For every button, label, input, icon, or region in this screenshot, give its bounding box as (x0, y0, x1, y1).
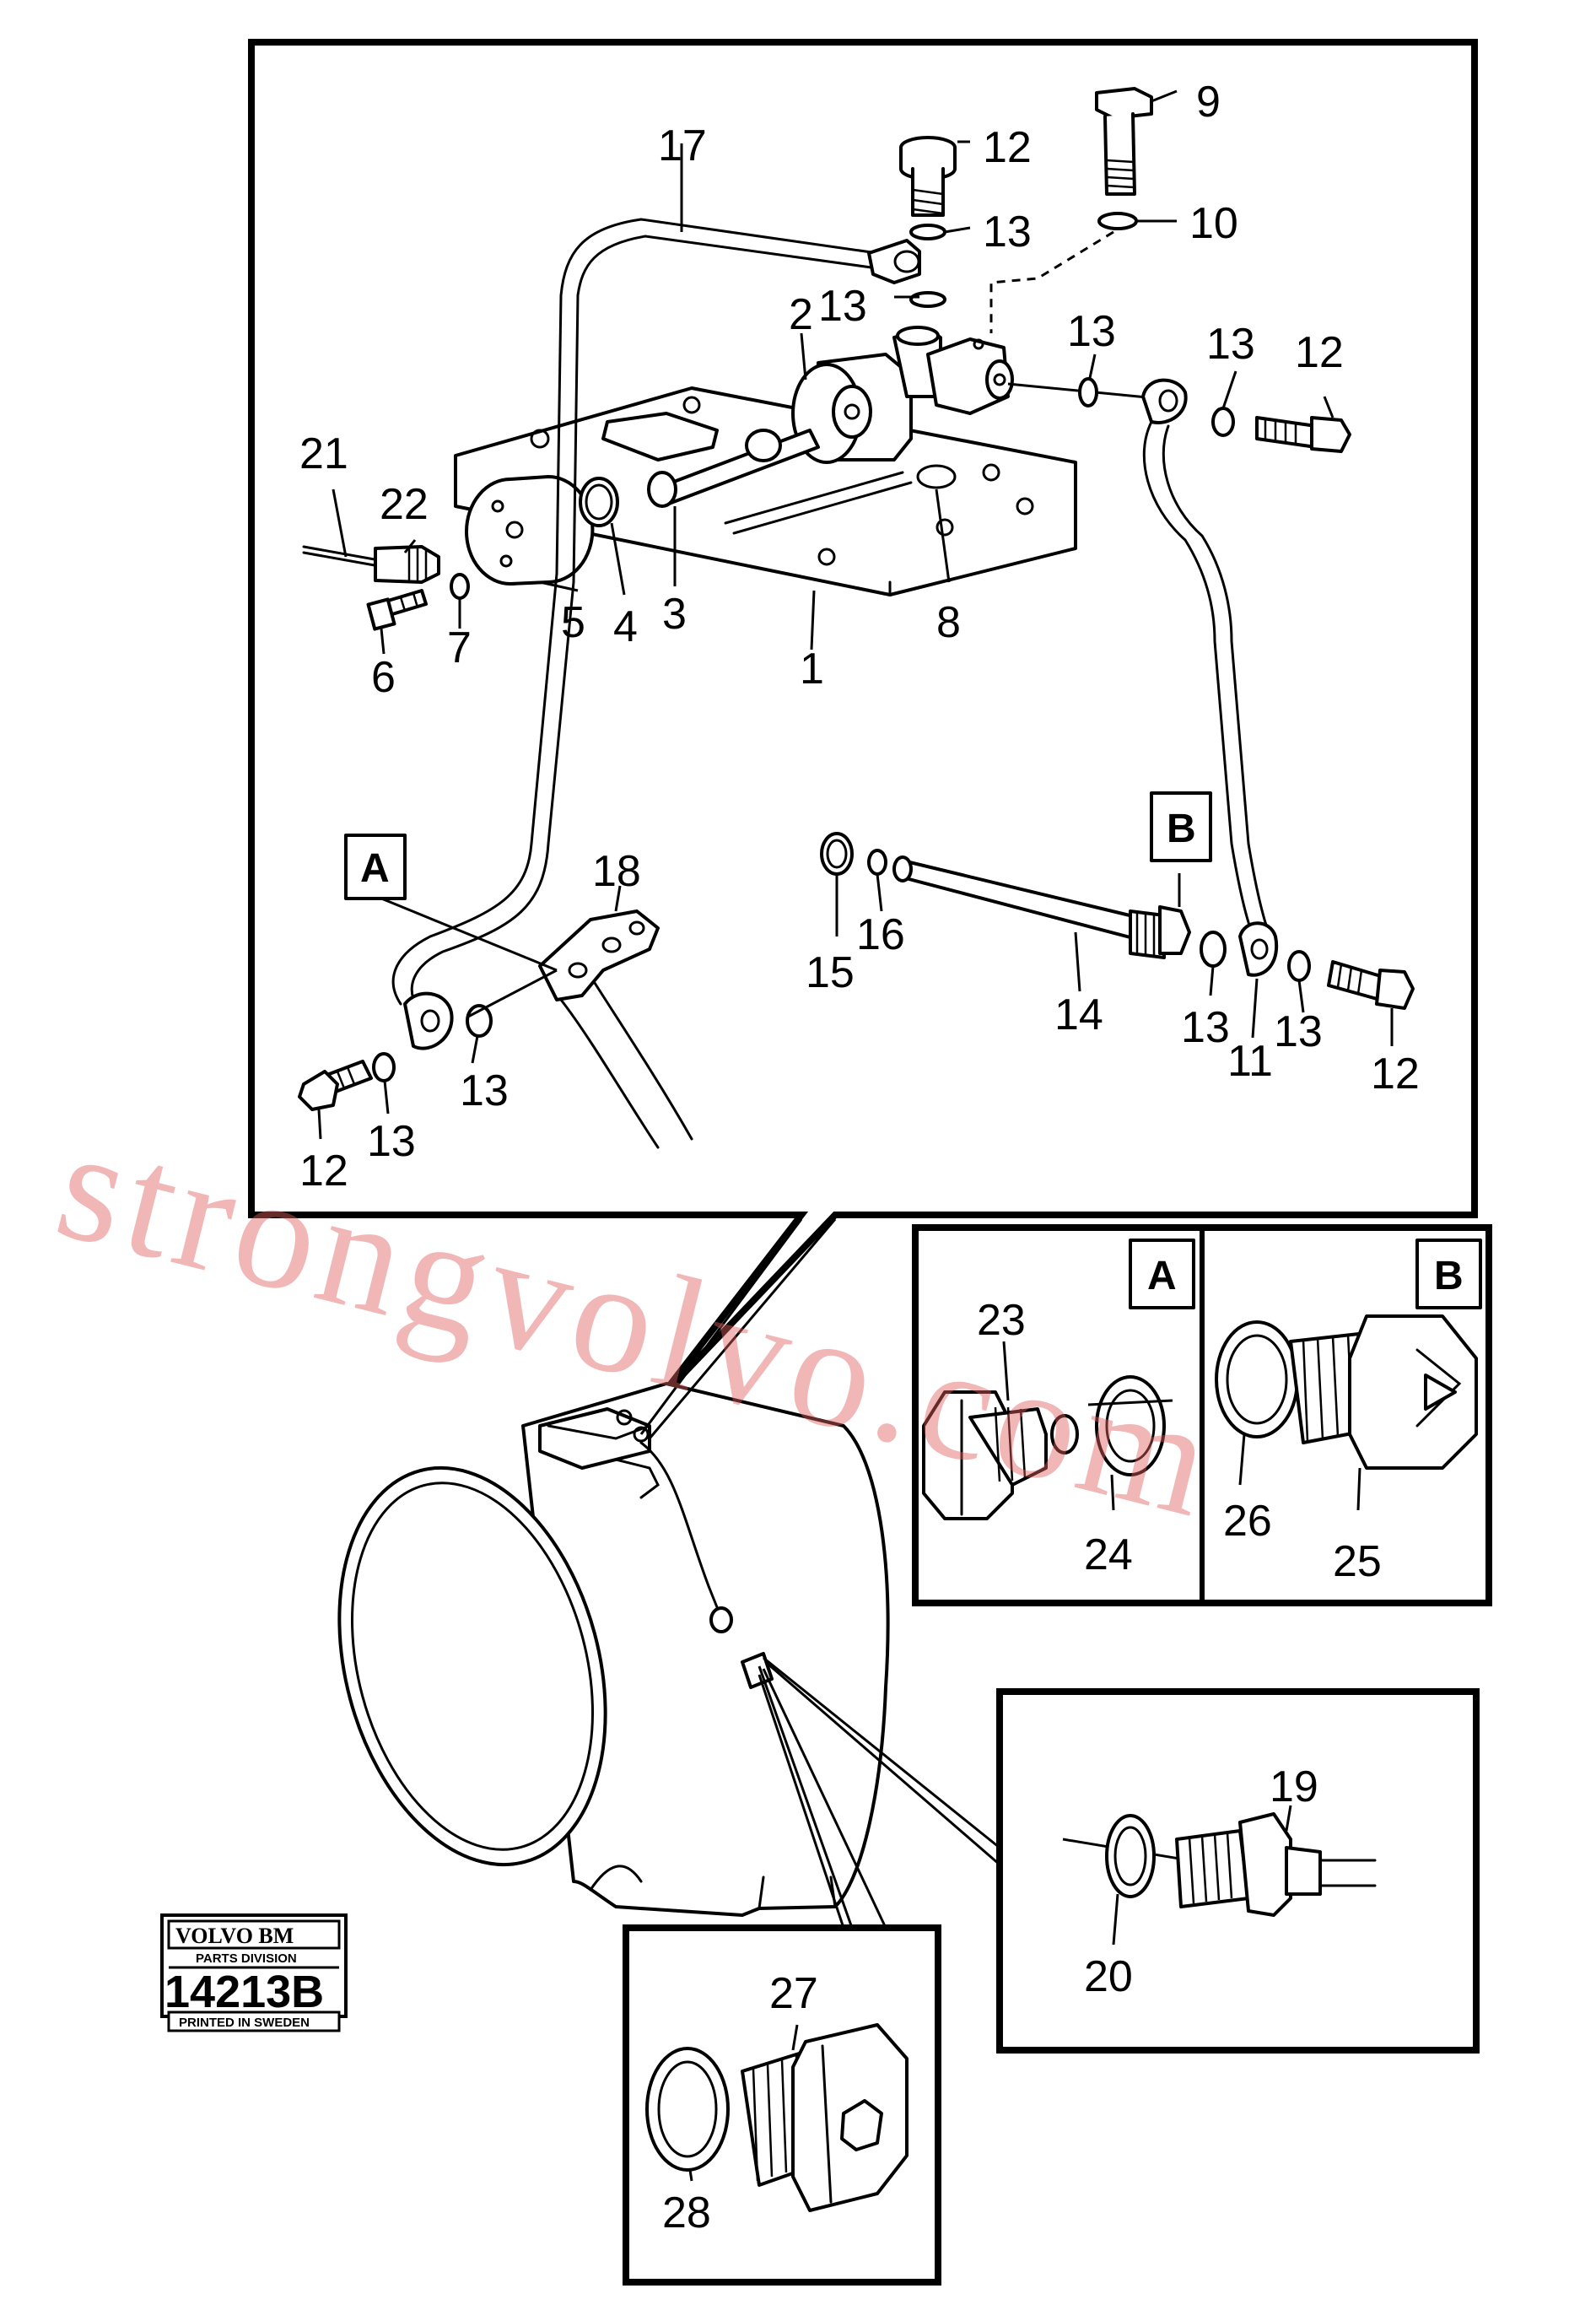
callout-20: 20 (1084, 1952, 1133, 2001)
detail-label-a: A (360, 846, 390, 891)
housing-leaders (639, 1218, 1000, 1929)
pipe-17 (391, 218, 921, 1010)
callout-13: 13 (460, 1066, 509, 1115)
callout-13: 13 (1067, 307, 1116, 356)
volvo-bm-logo: VOLVO BM PARTS DIVISION 14213B PRINTED I… (160, 1913, 348, 2032)
callout-24: 24 (1084, 1530, 1133, 1579)
shaft-and-flange (465, 429, 820, 586)
valve-body (791, 326, 1014, 464)
transmission-housing (337, 1382, 890, 1917)
callout-7: 7 (447, 623, 472, 672)
callout-13: 13 (1181, 1003, 1230, 1052)
callout-19: 19 (1270, 1762, 1318, 1811)
callout-26: 26 (1223, 1497, 1272, 1546)
callout-5: 5 (561, 598, 585, 647)
callout-4: 4 (613, 602, 638, 651)
callout-21: 21 (299, 429, 348, 478)
inset-a-leaders (1002, 1341, 1115, 1511)
logo-printed: PRINTED IN SWEDEN (179, 2016, 310, 2030)
callout-3: 3 (662, 590, 687, 639)
bolt-9 (989, 87, 1153, 333)
callout-17: 17 (658, 121, 707, 170)
callout-22: 22 (380, 480, 429, 529)
detail-ref-a-main: A (344, 834, 407, 900)
detail-label-b: B (1167, 807, 1196, 851)
connector-and-bolt (302, 545, 470, 631)
callout-13: 13 (818, 282, 867, 331)
callout-12: 12 (1295, 328, 1344, 377)
main-callouts: 17 12 9 13 10 2 13 13 13 12 21 22 5 4 3 … (299, 78, 1420, 1195)
callout-12: 12 (299, 1147, 348, 1195)
callout-23: 23 (977, 1296, 1026, 1345)
callout-27: 27 (769, 1969, 818, 2018)
inset-label-b: B (1434, 1254, 1464, 1298)
logo-number: 14213B (164, 1967, 324, 2017)
callout-12: 12 (1371, 1050, 1420, 1098)
inset-b-leaders (1238, 1433, 1361, 1511)
lower-left-assembly (298, 909, 693, 1149)
callout-8: 8 (936, 598, 961, 647)
callout-14: 14 (1054, 990, 1103, 1039)
callout-16: 16 (856, 910, 905, 959)
inset-label-a: A (1147, 1254, 1177, 1298)
callout-25: 25 (1333, 1537, 1382, 1586)
logo-brand: VOLVO BM (175, 1924, 294, 1948)
plug-23 (922, 1375, 1173, 1520)
callout-13: 13 (1274, 1007, 1323, 1056)
callout-28: 28 (662, 2189, 711, 2237)
callout-6: 6 (371, 653, 396, 702)
callout-13: 13 (367, 1117, 416, 1166)
lower-right-assembly (820, 832, 1415, 1010)
callout-10: 10 (1189, 199, 1238, 248)
detail-ref-b-main: B (1150, 791, 1212, 862)
sensor-19 (1062, 1805, 1377, 1946)
callout-11: 11 (1227, 1037, 1273, 1086)
callout-12: 12 (983, 123, 1032, 172)
right-banjo-assembly (1007, 377, 1351, 947)
banjo-bolt-top (899, 136, 957, 308)
mounting-plate (454, 386, 1077, 596)
callout-2: 2 (789, 290, 813, 339)
callout-13: 13 (1206, 320, 1255, 369)
leader-lines (317, 89, 1394, 1140)
logo-division: PARTS DIVISION (196, 1951, 297, 1966)
callout-15: 15 (806, 948, 855, 997)
drain-plug-27 (645, 2023, 909, 2212)
callout-1: 1 (800, 645, 824, 694)
callout-13: 13 (983, 208, 1032, 256)
callout-9: 9 (1196, 78, 1221, 127)
callout-18: 18 (592, 847, 641, 896)
plug-25 (1215, 1314, 1478, 1470)
